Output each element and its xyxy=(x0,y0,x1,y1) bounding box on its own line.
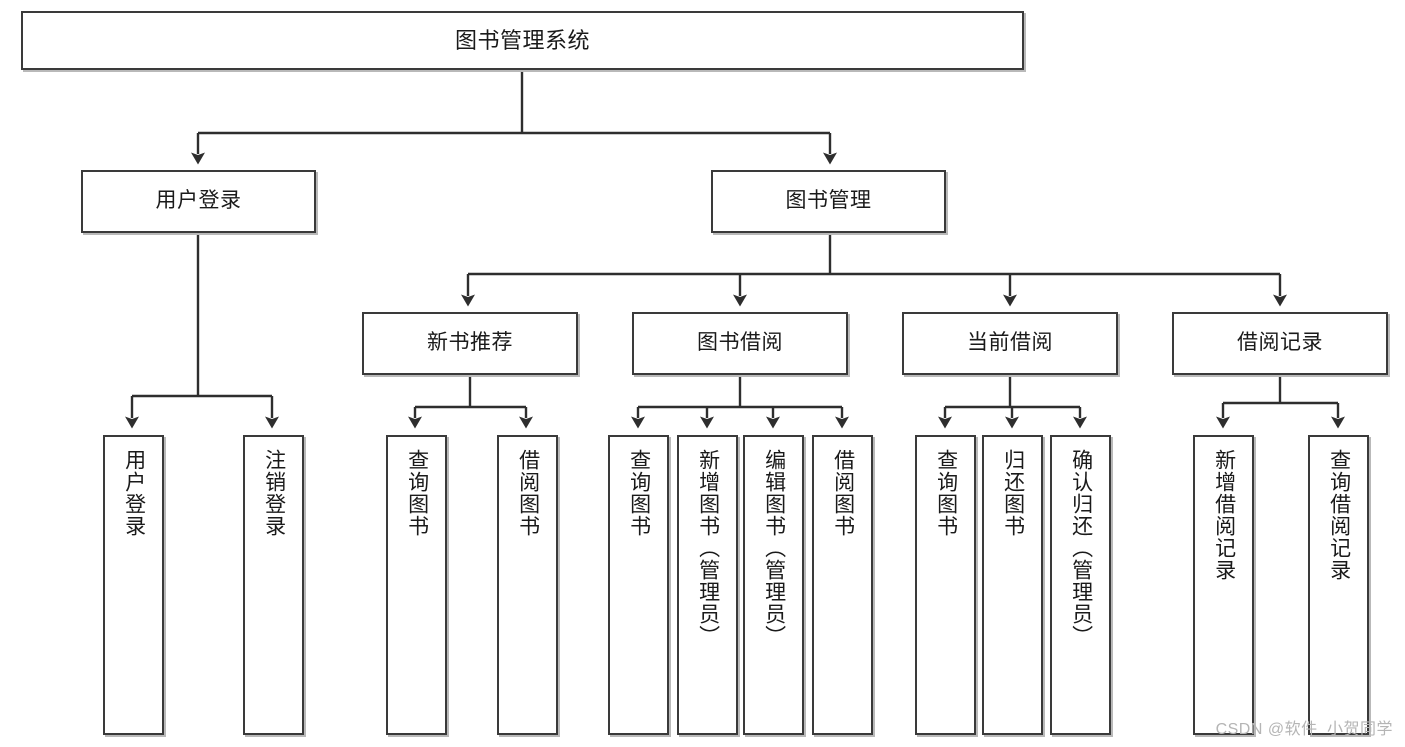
leaf-current-return-book[interactable]: 归还图书 xyxy=(982,435,1043,735)
leaf-borrow-add-book-admin[interactable]: 新增图书（管理员） xyxy=(677,435,738,735)
leaf-borrow-edit-book-admin[interactable]: 编辑图书（管理员） xyxy=(743,435,804,735)
node-label: 新增图书（管理员） xyxy=(696,449,720,647)
leaf-current-query-book[interactable]: 查询图书 xyxy=(915,435,976,735)
node-label: 借阅记录 xyxy=(1237,331,1323,355)
node-label: 查询图书 xyxy=(934,449,958,537)
node-label: 用户登录 xyxy=(155,189,242,213)
node-label: 借阅图书 xyxy=(831,449,855,537)
node-label: 新书推荐 xyxy=(427,331,513,355)
leaf-recommend-borrow-book[interactable]: 借阅图书 xyxy=(497,435,558,735)
node-new-book-recommend[interactable]: 新书推荐 xyxy=(362,312,578,375)
node-current-borrow[interactable]: 当前借阅 xyxy=(902,312,1118,375)
leaf-current-confirm-return-admin[interactable]: 确认归还（管理员） xyxy=(1050,435,1111,735)
leaf-record-add-record[interactable]: 新增借阅记录 xyxy=(1193,435,1254,735)
node-label: 图书管理系统 xyxy=(454,27,590,53)
node-label: 查询借阅记录 xyxy=(1327,449,1351,581)
node-label: 确认归还（管理员） xyxy=(1069,449,1093,647)
node-label: 查询图书 xyxy=(627,449,651,537)
node-label: 新增借阅记录 xyxy=(1212,449,1236,581)
node-book-borrow[interactable]: 图书借阅 xyxy=(632,312,848,375)
node-label: 图书管理 xyxy=(785,189,872,213)
leaf-record-query-record[interactable]: 查询借阅记录 xyxy=(1308,435,1369,735)
leaf-user-login-login[interactable]: 用户登录 xyxy=(103,435,164,735)
node-label: 查询图书 xyxy=(405,449,429,537)
node-user-login[interactable]: 用户登录 xyxy=(81,170,316,233)
node-label: 图书借阅 xyxy=(697,331,783,355)
node-root-system[interactable]: 图书管理系统 xyxy=(21,11,1024,70)
node-borrow-record[interactable]: 借阅记录 xyxy=(1172,312,1388,375)
node-label: 借阅图书 xyxy=(516,449,540,537)
node-label: 编辑图书（管理员） xyxy=(762,449,786,647)
node-book-management[interactable]: 图书管理 xyxy=(711,170,946,233)
leaf-user-login-logout[interactable]: 注销登录 xyxy=(243,435,304,735)
node-label: 注销登录 xyxy=(262,449,286,537)
node-label: 归还图书 xyxy=(1001,449,1025,537)
node-label: 当前借阅 xyxy=(967,331,1053,355)
watermark: CSDN @软件_小贺同学 xyxy=(1215,721,1393,738)
node-label: 用户登录 xyxy=(122,449,146,537)
leaf-recommend-query-book[interactable]: 查询图书 xyxy=(386,435,447,735)
leaf-borrow-query-book[interactable]: 查询图书 xyxy=(608,435,669,735)
leaf-borrow-borrow-book[interactable]: 借阅图书 xyxy=(812,435,873,735)
